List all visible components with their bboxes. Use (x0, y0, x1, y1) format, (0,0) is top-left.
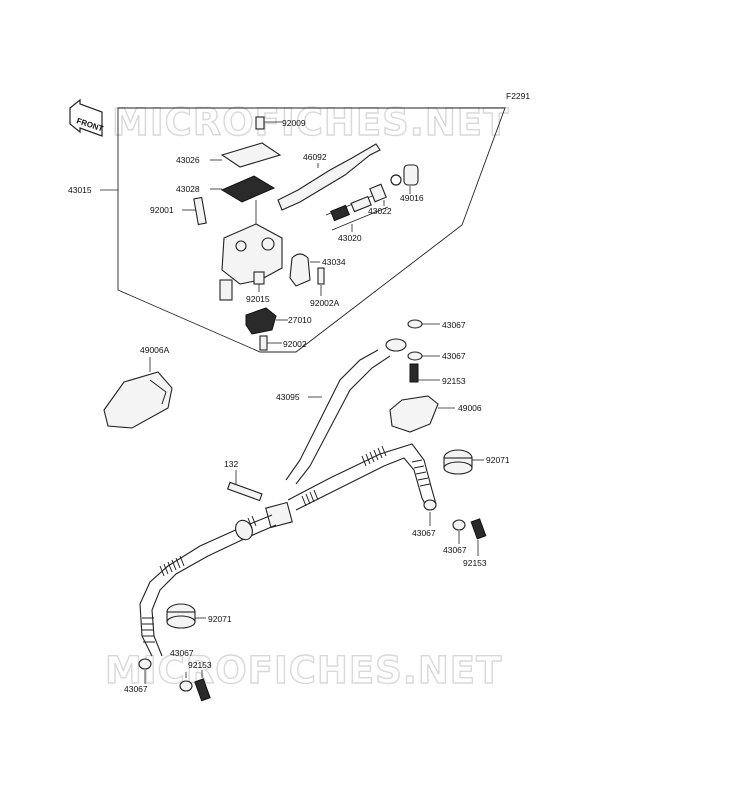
screw-92002 (259, 335, 282, 351)
part-label-43067-f: 43067 (124, 684, 148, 694)
part-label-43067-d: 43067 (443, 545, 467, 555)
part-label-43067-b: 43067 (442, 351, 466, 361)
clamp (289, 253, 320, 287)
part-label-27010: 27010 (288, 315, 312, 325)
brake-switch (245, 307, 288, 335)
cap-screw (255, 116, 282, 130)
part-label-43034: 43034 (322, 257, 346, 267)
part-label-132: 132 (224, 459, 238, 469)
left-hose (139, 514, 277, 657)
nut-92015 (253, 271, 265, 292)
washer-43067-c (423, 499, 437, 526)
diaphragm (210, 175, 276, 203)
part-label-43067-c: 43067 (412, 528, 436, 538)
front-arrow-icon: FRONT (69, 98, 104, 137)
part-label-43022: 43022 (368, 206, 392, 216)
cap-92071-a (443, 449, 484, 475)
piston-kit (325, 183, 389, 232)
dust-boot (390, 164, 419, 194)
figure-code: F2291 (506, 91, 530, 101)
part-label-92015: 92015 (246, 294, 270, 304)
part-label-92153-c: 92153 (188, 660, 212, 670)
part-label-92153-b: 92153 (463, 558, 487, 568)
part-label-43067-a: 43067 (442, 320, 466, 330)
washer-43067-d (452, 519, 466, 544)
part-label-92002A: 92002A (310, 298, 340, 308)
part-label-43028: 43028 (176, 184, 200, 194)
washer-43067-f (138, 658, 152, 684)
washer-43067-e (179, 672, 193, 692)
right-hose (287, 443, 437, 511)
part-label-49006A: 49006A (140, 345, 170, 355)
part-label-43026: 43026 (176, 155, 200, 165)
fitting-49006 (389, 395, 455, 433)
watermark-bottom: MICROFICHES.NET (105, 649, 502, 692)
bolt-92001 (182, 196, 207, 226)
bleeder-92153-c (194, 670, 211, 702)
part-label-49006: 49006 (458, 403, 482, 413)
master-cylinder-body (219, 200, 283, 301)
part-label-92153-a: 92153 (442, 376, 466, 386)
washer-43067-b (407, 351, 440, 361)
part-label-46092: 46092 (303, 152, 327, 162)
bleeder-92153-b (470, 518, 487, 556)
part-label-43020: 43020 (338, 233, 362, 243)
brake-lever (277, 143, 381, 211)
part-label-92002: 92002 (283, 339, 307, 349)
bolt-92002A (317, 267, 325, 296)
washer-43067-a (407, 319, 440, 329)
watermark-top: MICROFICHES.NET (112, 101, 509, 144)
part-label-92071-b: 92071 (208, 614, 232, 624)
cap-92071-b (166, 603, 206, 629)
part-label-92009: 92009 (282, 118, 306, 128)
part-label-92071-a: 92071 (486, 455, 510, 465)
part-label-92001: 92001 (150, 205, 174, 215)
part-label-49016: 49016 (400, 193, 424, 203)
joint-block (265, 501, 293, 529)
bolt-132 (226, 470, 263, 502)
bleeder-92153-a (409, 363, 440, 383)
cover-49006A (103, 357, 173, 429)
part-label-43067-e: 43067 (170, 648, 194, 658)
assembly-outline (117, 107, 506, 353)
reservoir-cap (210, 142, 282, 168)
upper-hose (285, 338, 407, 485)
part-label-43095: 43095 (276, 392, 300, 402)
part-label-43015: 43015 (68, 185, 92, 195)
